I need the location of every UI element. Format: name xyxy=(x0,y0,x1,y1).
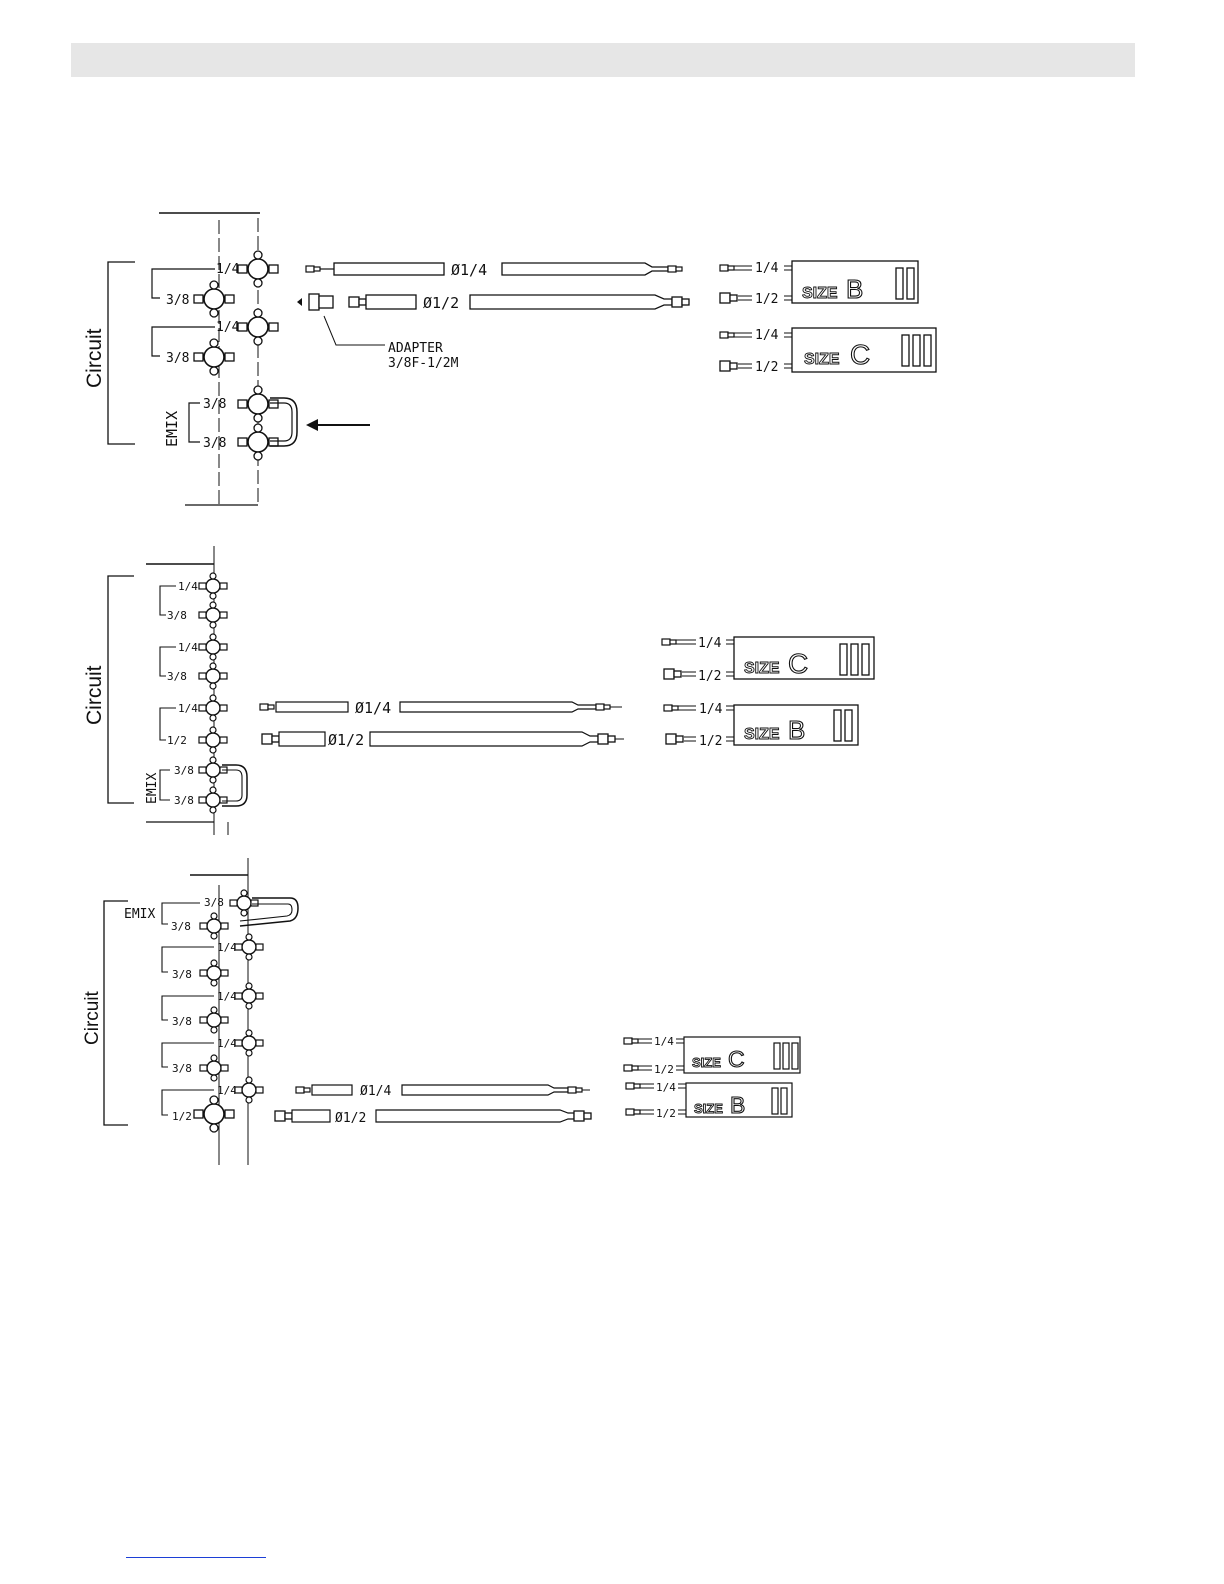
kit-small-label: 1/4 xyxy=(654,1035,674,1048)
kit-size-c: 1/4 1/2 SIZE C xyxy=(720,328,936,375)
circuit-label: Circuit xyxy=(83,665,106,725)
kit-size-b: 1/4 1/2 SIZE B xyxy=(664,702,858,749)
valve-icon xyxy=(238,386,278,422)
kit-large-label: 1/2 xyxy=(654,1063,674,1076)
size-word: SIZE xyxy=(804,351,840,368)
adapter-label: ADAPTER xyxy=(388,341,443,356)
size-letter: B xyxy=(846,274,863,304)
valve-label: 1/2 xyxy=(172,1110,192,1123)
size-letter: B xyxy=(730,1092,745,1118)
kit-small-label: 1/4 xyxy=(755,261,779,276)
pipe-label: Ø1/2 xyxy=(335,1111,366,1126)
size-word: SIZE xyxy=(802,285,838,302)
pipe-label: Ø1/2 xyxy=(328,731,364,749)
kit-size-b: 1/4 1/2 SIZE B xyxy=(720,261,918,307)
size-word: SIZE xyxy=(744,726,780,743)
size-word: SIZE xyxy=(744,660,780,677)
valve-label: 1/4 xyxy=(178,580,198,593)
circuit-label: Circuit xyxy=(82,990,103,1045)
size-word: SIZE xyxy=(692,1055,721,1070)
mix-label: EMIX xyxy=(163,411,181,447)
kit-large-label: 1/2 xyxy=(755,292,778,307)
pipe-label: Ø1/4 xyxy=(355,699,391,717)
valve-label: 1/4 xyxy=(217,1037,237,1050)
kit-small-label: 1/4 xyxy=(656,1081,676,1094)
valve-icon xyxy=(238,309,278,345)
valve-label: 1/4 xyxy=(216,320,240,335)
footer-link-underline xyxy=(126,1557,266,1558)
valve-label: 1/2 xyxy=(167,734,187,747)
pipe-label: Ø1/2 xyxy=(423,294,459,312)
circuit-label: Circuit xyxy=(83,328,106,388)
diagram-1: Circuit 1/4 3/8 1/4 3/8 EMIX 3/8 3/8 Ø1/… xyxy=(83,213,936,505)
valve-label: 3/8 xyxy=(174,794,194,807)
mix-label: EMIX xyxy=(124,907,155,922)
mix-label: EMIX xyxy=(145,773,160,804)
valve-icon xyxy=(238,424,278,460)
valve-label: 3/8 xyxy=(171,920,191,933)
adapter-label: 3/8F-1/2M xyxy=(388,356,459,371)
valve-label: 1/4 xyxy=(178,641,198,654)
kit-size-c: 1/4 1/2 SIZE C xyxy=(624,1035,800,1076)
valve-label: 3/8 xyxy=(167,609,187,622)
valve-label: 3/8 xyxy=(166,293,189,308)
size-letter: C xyxy=(728,1046,745,1072)
valve-label: 3/8 xyxy=(204,896,224,909)
pipe-label: Ø1/4 xyxy=(451,261,487,279)
kit-small-label: 1/4 xyxy=(698,636,722,651)
kit-small-label: 1/4 xyxy=(755,328,779,343)
valve-icon xyxy=(194,281,234,317)
valve-label: 3/8 xyxy=(203,436,226,451)
valve-label: 3/8 xyxy=(172,968,192,981)
valve-label: 1/4 xyxy=(216,262,240,277)
kit-size-c: 1/4 1/2 SIZE C xyxy=(662,636,874,684)
valve-label: 1/4 xyxy=(178,702,198,715)
kit-small-label: 1/4 xyxy=(699,702,723,717)
valve-label: 3/8 xyxy=(172,1062,192,1075)
pipe-label: Ø1/4 xyxy=(360,1084,391,1099)
valve-label: 1/4 xyxy=(217,990,237,1003)
kit-large-label: 1/2 xyxy=(699,734,722,749)
diagram-3: Circuit EMIX 3/8 3/8 1/4 3/8 1/4 3/8 1/4… xyxy=(82,858,800,1165)
kit-large-label: 1/2 xyxy=(656,1107,676,1120)
valve-icon xyxy=(194,339,234,375)
valve-label: 3/8 xyxy=(203,397,226,412)
valve-label: 3/8 xyxy=(166,351,189,366)
size-word: SIZE xyxy=(694,1101,723,1116)
size-letter: B xyxy=(788,715,805,745)
diagram-2: Circuit 1/4 3/8 1/4 3/8 1/4 1/2 EMIX 3/8… xyxy=(83,546,874,835)
size-letter: C xyxy=(850,339,870,370)
valve-icon xyxy=(238,251,278,287)
valve-label: 3/8 xyxy=(167,670,187,683)
kit-large-label: 1/2 xyxy=(698,669,721,684)
size-letter: C xyxy=(788,648,808,679)
valve-label: 1/4 xyxy=(217,941,237,954)
kit-large-label: 1/2 xyxy=(755,360,778,375)
valve-label: 1/4 xyxy=(217,1084,237,1097)
kit-size-b: 1/4 1/2 SIZE B xyxy=(626,1081,792,1120)
valve-label: 3/8 xyxy=(174,764,194,777)
valve-label: 3/8 xyxy=(172,1015,192,1028)
